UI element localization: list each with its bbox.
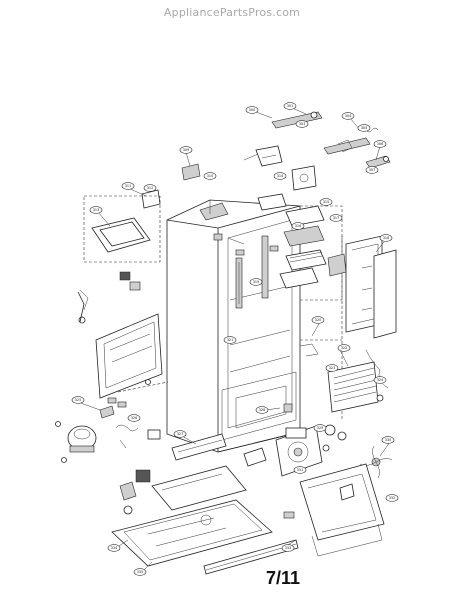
callout-text: 324: [377, 378, 383, 382]
callout-328: 328: [255, 406, 269, 414]
callout-text: 311: [125, 184, 131, 188]
callout-text: 315: [323, 200, 329, 204]
callout-322: 322: [337, 344, 351, 352]
callout-text: 320: [315, 318, 321, 322]
callout-306: 306: [373, 140, 387, 148]
callout-333: 333: [281, 544, 295, 552]
callout-313: 313: [89, 206, 103, 214]
callout-303: 303: [295, 120, 309, 128]
callout-text: 301: [287, 104, 293, 108]
callout-334: 334: [107, 544, 121, 552]
callout-320: 320: [311, 316, 325, 324]
callout-text: 335: [137, 570, 143, 574]
callout-text: 316: [295, 224, 301, 228]
callout-text: 307: [369, 168, 375, 172]
callout-309: 309: [179, 146, 193, 154]
callout-325: 325: [71, 396, 85, 404]
callout-text: 305: [361, 126, 367, 130]
top-right-parts: [255, 111, 391, 191]
callout-311: 311: [121, 182, 135, 190]
callout-319: 319: [249, 278, 263, 286]
callout-321: 321: [223, 336, 237, 344]
callout-text: 317: [333, 216, 339, 220]
crisper-drawers: [279, 205, 397, 339]
callout-text: 329: [317, 426, 323, 430]
callout-text: 304: [345, 114, 351, 118]
callout-text: 309: [183, 148, 189, 152]
callout-312: 312: [143, 184, 157, 192]
callout-332: 332: [385, 494, 399, 502]
callout-335: 335: [133, 568, 147, 576]
callout-316: 316: [291, 222, 305, 230]
callout-331: 331: [293, 466, 307, 474]
callout-text: 313: [93, 208, 99, 212]
callout-300: 300: [245, 106, 259, 114]
callout-326: 326: [127, 414, 141, 422]
callout-315: 315: [319, 198, 333, 206]
callout-text: 318: [383, 236, 389, 240]
callout-text: 314: [277, 174, 283, 178]
callout-text: 300: [249, 108, 255, 112]
cabinet-assembly: [166, 193, 301, 453]
bottom-parts: [111, 433, 299, 575]
callout-329: 329: [313, 424, 327, 432]
watermark: AppliancePartsPros.com: [163, 6, 301, 19]
callout-text: 312: [147, 186, 153, 190]
callout-text: 328: [259, 408, 265, 412]
callout-323: 323: [325, 364, 339, 372]
left-parts: [77, 163, 201, 408]
callout-text: 330: [385, 438, 391, 442]
evaporator: [299, 343, 389, 413]
callout-text: 334: [111, 546, 117, 550]
callout-314: 314: [273, 172, 287, 180]
callout-text: 323: [329, 366, 335, 370]
fan-assembly: [275, 403, 393, 557]
callout-307: 307: [365, 166, 379, 174]
callout-text: 321: [227, 338, 233, 342]
callout-text: 319: [253, 280, 259, 284]
callout-text: 333: [285, 546, 291, 550]
callout-text: 310: [207, 174, 213, 178]
callout-text: 322: [341, 346, 347, 350]
callout-text: 325: [75, 398, 81, 402]
fan-blade: [359, 445, 393, 479]
callout-317: 317: [329, 214, 343, 222]
callout-text: 332: [389, 496, 395, 500]
callout-text: 303: [299, 122, 305, 126]
callout-text: 327: [177, 432, 183, 436]
callout-310: 310: [203, 172, 217, 180]
compressor-area: [55, 405, 161, 463]
callout-labels: 300 301 303 304 305 306 307 309 310 311 312 313 314 3…: [71, 102, 399, 576]
page-number: 7/11: [266, 568, 301, 588]
callout-324: 324: [373, 376, 387, 384]
callout-304: 304: [341, 112, 355, 120]
callout-305: 305: [357, 124, 371, 132]
callout-301: 301: [283, 102, 297, 110]
callout-text: 326: [131, 416, 137, 420]
callout-318: 318: [379, 234, 393, 242]
callout-327: 327: [173, 430, 187, 438]
callout-text: 306: [377, 142, 383, 146]
callout-330: 330: [381, 436, 395, 444]
callout-text: 331: [297, 468, 303, 472]
